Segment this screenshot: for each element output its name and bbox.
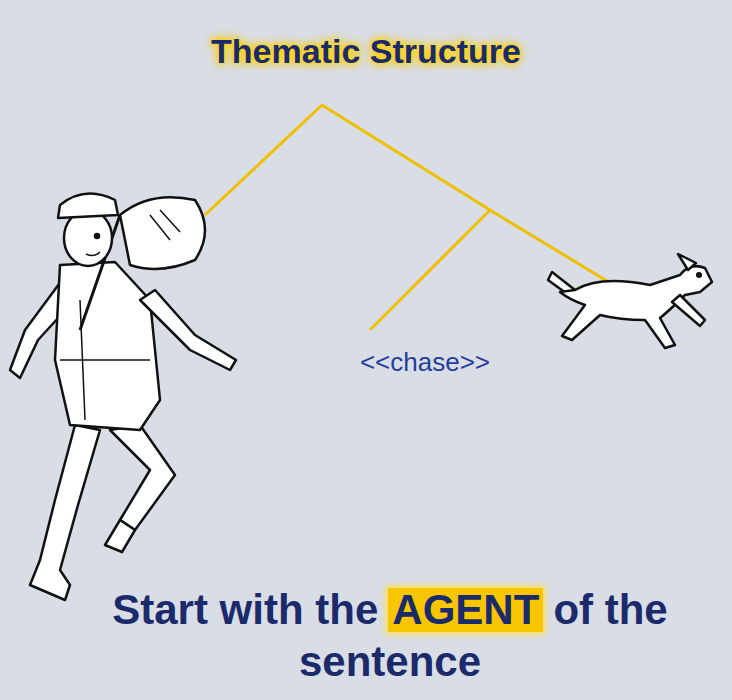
diagram-title: Thematic Structure — [0, 32, 732, 71]
instruction-text: Start with theAGENTof the sentence — [100, 584, 680, 688]
sentence-part: Start with the — [112, 586, 378, 633]
running-dog — [548, 254, 712, 348]
tree-branch — [322, 105, 490, 210]
tree-branch — [370, 210, 490, 330]
tree-branch — [205, 105, 322, 215]
relation-label: <<chase>> — [360, 347, 490, 378]
highlighted-word: AGENT — [388, 588, 543, 632]
running-man — [10, 194, 236, 600]
